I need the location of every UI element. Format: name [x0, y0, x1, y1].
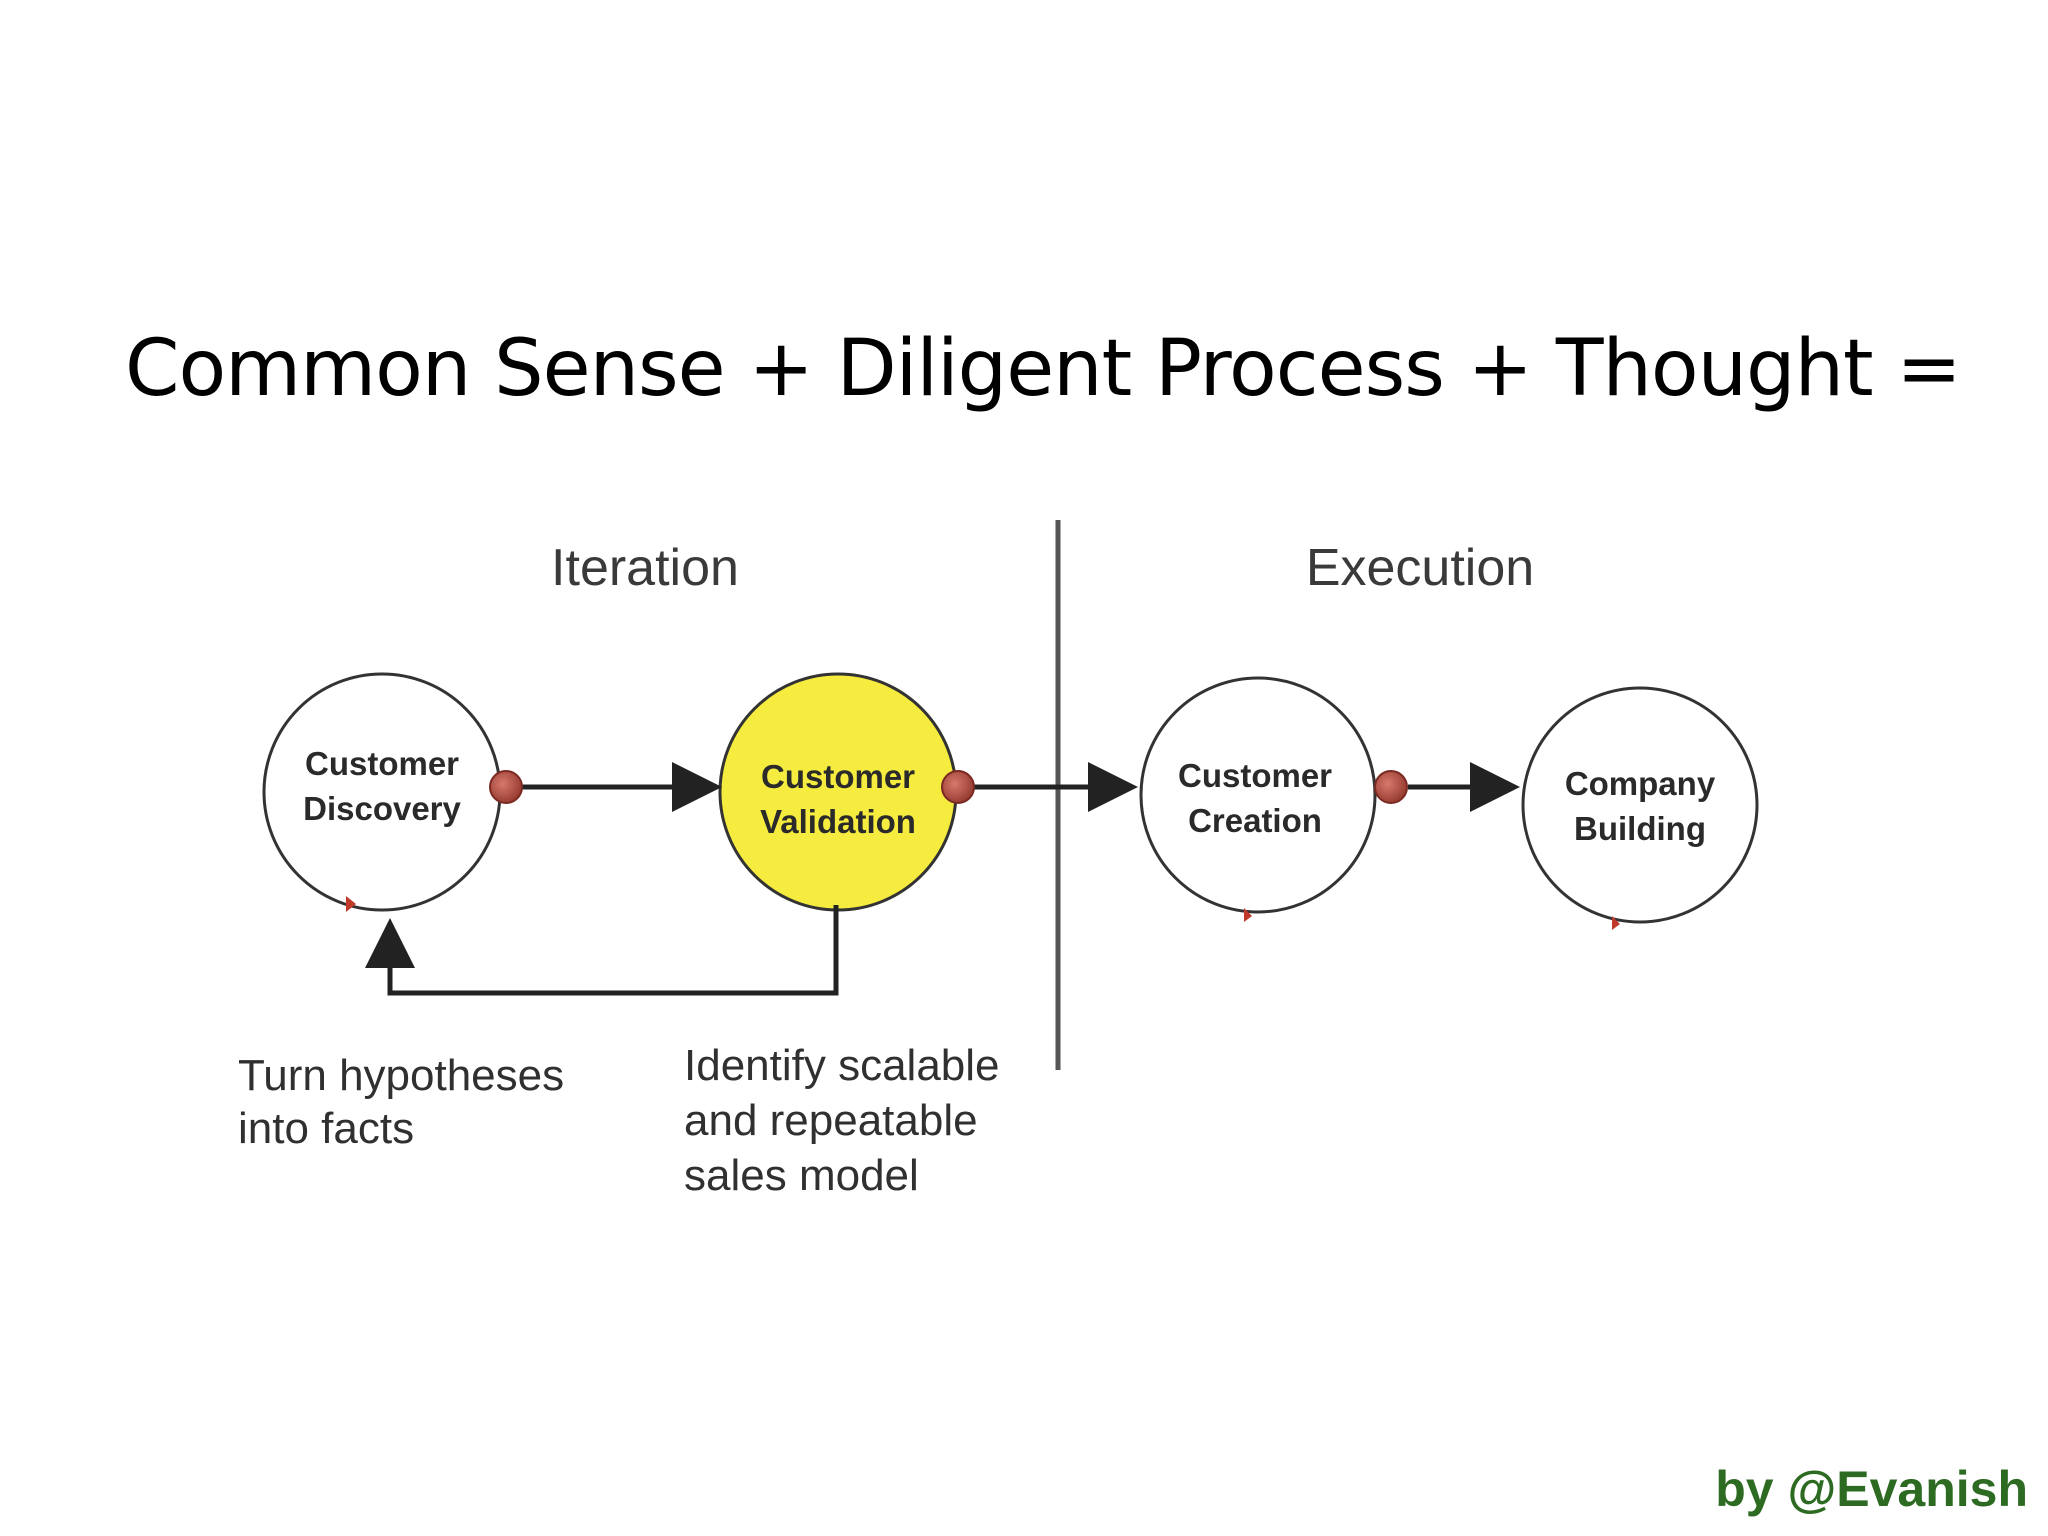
node-customer-creation: Customer Creation: [1139, 676, 1377, 914]
section-label-execution: Execution: [1306, 539, 1534, 597]
node-customer-creation-line2: Creation: [1188, 802, 1322, 839]
node-customer-discovery-line2: Discovery: [303, 790, 461, 827]
connector-dot: [1374, 770, 1408, 804]
connector-dot: [941, 770, 975, 804]
caption-validation-line1: Identify scalable: [684, 1041, 1000, 1090]
caption-discovery-line1: Turn hypotheses: [238, 1051, 564, 1100]
node-customer-validation-line2: Validation: [760, 803, 916, 840]
loop-marker: [1612, 916, 1620, 930]
feedback-loop-arrow: [365, 905, 839, 996]
author-credit: by @Evanish: [1715, 1461, 2028, 1517]
section-label-iteration: Iteration: [551, 539, 739, 597]
caption-discovery-line2: into facts: [238, 1104, 414, 1153]
node-company-building-line2: Building: [1574, 810, 1706, 847]
connector-dot: [489, 770, 523, 804]
node-customer-validation: Customer Validation: [718, 672, 958, 912]
node-company-building: Company Building: [1521, 686, 1759, 924]
node-customer-creation-line1: Customer: [1178, 757, 1332, 794]
loop-marker: [1244, 908, 1252, 922]
node-company-building-line1: Company: [1565, 765, 1716, 802]
node-customer-discovery: Customer Discovery: [262, 672, 502, 912]
slide-title: Common Sense + Diligent Process + Though…: [125, 324, 1962, 414]
node-customer-validation-line1: Customer: [761, 758, 915, 795]
loop-marker: [346, 896, 356, 912]
caption-validation-line3: sales model: [684, 1151, 919, 1200]
caption-validation-line2: and repeatable: [684, 1096, 978, 1145]
node-customer-discovery-line1: Customer: [305, 745, 459, 782]
